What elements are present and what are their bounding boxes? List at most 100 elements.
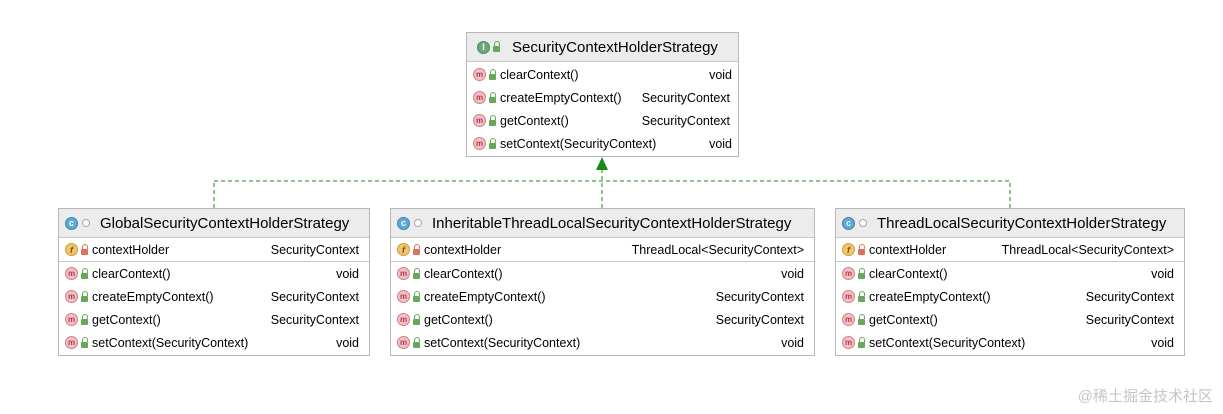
method-icon: m xyxy=(842,290,855,303)
class-fields: f contextHolder SecurityContext xyxy=(59,238,369,262)
method-row[interactable]: m setContext(SecurityContext) void xyxy=(391,331,814,354)
package-visibility-icon xyxy=(859,219,867,227)
interface-methods: m clearContext() void m createEmptyConte… xyxy=(467,62,738,155)
method-type: SecurityContext xyxy=(641,113,730,128)
method-type: void xyxy=(1151,335,1174,350)
method-row[interactable]: m clearContext() void xyxy=(391,262,814,285)
method-name: createEmptyContext() xyxy=(92,289,214,304)
method-icon: m xyxy=(65,267,78,280)
public-lock-icon xyxy=(81,290,88,302)
class-icon: c xyxy=(397,216,410,230)
method-type: SecurityContext xyxy=(1085,312,1174,327)
class-methods: m clearContext() void m createEmptyConte… xyxy=(391,262,814,354)
public-lock-icon xyxy=(413,313,420,325)
method-name: getContext() xyxy=(424,312,493,327)
public-lock-icon xyxy=(489,114,496,126)
method-row[interactable]: m createEmptyContext() SecurityContext xyxy=(836,285,1184,308)
method-row[interactable]: m setContext(SecurityContext) void xyxy=(836,331,1184,354)
method-name: getContext() xyxy=(869,312,938,327)
field-row[interactable]: f contextHolder ThreadLocal<SecurityCont… xyxy=(836,238,1184,261)
field-type: ThreadLocal<SecurityContext> xyxy=(1001,242,1174,257)
method-icon: m xyxy=(842,336,855,349)
method-icon: m xyxy=(473,114,486,127)
class-methods: m clearContext() void m createEmptyConte… xyxy=(59,262,369,354)
method-type: void xyxy=(781,335,804,350)
method-icon: m xyxy=(842,313,855,326)
method-icon: m xyxy=(397,313,410,326)
public-lock-icon xyxy=(858,290,865,302)
private-lock-icon xyxy=(858,243,865,255)
method-type: SecurityContext xyxy=(270,312,359,327)
method-name: getContext() xyxy=(92,312,161,327)
method-icon: m xyxy=(473,91,486,104)
field-row[interactable]: f contextHolder ThreadLocal<SecurityCont… xyxy=(391,238,814,261)
method-icon: m xyxy=(65,290,78,303)
public-lock-icon xyxy=(489,137,496,149)
method-name: clearContext() xyxy=(92,266,171,281)
method-row[interactable]: m getContext() SecurityContext xyxy=(391,308,814,331)
interface-box[interactable]: I SecurityContextHolderStrategy m clearC… xyxy=(466,32,739,157)
class-header: c InheritableThreadLocalSecurityContextH… xyxy=(391,209,814,238)
package-visibility-icon xyxy=(82,219,90,227)
public-lock-icon xyxy=(489,68,496,80)
method-row[interactable]: m getContext() SecurityContext xyxy=(467,109,738,132)
method-name: setContext(SecurityContext) xyxy=(500,136,657,151)
public-lock-icon xyxy=(858,267,865,279)
method-name: clearContext() xyxy=(500,67,579,82)
class-header: c GlobalSecurityContextHolderStrategy xyxy=(59,209,369,238)
realization-arrowhead xyxy=(596,157,608,170)
method-row[interactable]: m clearContext() void xyxy=(467,63,738,86)
class-icon: c xyxy=(842,216,855,230)
method-name: createEmptyContext() xyxy=(869,289,991,304)
method-icon: m xyxy=(65,336,78,349)
public-lock-icon xyxy=(493,41,500,52)
public-lock-icon xyxy=(81,336,88,348)
class-fields: f contextHolder ThreadLocal<SecurityCont… xyxy=(391,238,814,262)
method-row[interactable]: m createEmptyContext() SecurityContext xyxy=(391,285,814,308)
field-icon: f xyxy=(397,243,410,256)
method-name: setContext(SecurityContext) xyxy=(869,335,1026,350)
field-type: SecurityContext xyxy=(270,242,359,257)
public-lock-icon xyxy=(489,91,496,103)
class-box-global[interactable]: c GlobalSecurityContextHolderStrategy f … xyxy=(58,208,370,356)
method-row[interactable]: m createEmptyContext() SecurityContext xyxy=(59,285,369,308)
method-type: SecurityContext xyxy=(715,312,804,327)
class-box-inheritable[interactable]: c InheritableThreadLocalSecurityContextH… xyxy=(390,208,815,356)
field-name: contextHolder xyxy=(869,242,947,257)
method-row[interactable]: m setContext(SecurityContext) void xyxy=(59,331,369,354)
private-lock-icon xyxy=(81,243,88,255)
method-row[interactable]: m clearContext() void xyxy=(836,262,1184,285)
class-box-threadlocal[interactable]: c ThreadLocalSecurityContextHolderStrate… xyxy=(835,208,1185,356)
method-name: setContext(SecurityContext) xyxy=(92,335,249,350)
method-name: clearContext() xyxy=(869,266,948,281)
method-row[interactable]: m getContext() SecurityContext xyxy=(59,308,369,331)
public-lock-icon xyxy=(81,267,88,279)
method-name: getContext() xyxy=(500,113,569,128)
interface-header: I SecurityContextHolderStrategy xyxy=(467,33,738,62)
method-name: createEmptyContext() xyxy=(424,289,546,304)
class-fields: f contextHolder ThreadLocal<SecurityCont… xyxy=(836,238,1184,262)
method-type: SecurityContext xyxy=(270,289,359,304)
method-row[interactable]: m getContext() SecurityContext xyxy=(836,308,1184,331)
method-type: SecurityContext xyxy=(641,90,730,105)
public-lock-icon xyxy=(413,267,420,279)
method-row[interactable]: m createEmptyContext() SecurityContext xyxy=(467,86,738,109)
field-icon: f xyxy=(842,243,855,256)
method-type: void xyxy=(336,335,359,350)
method-icon: m xyxy=(397,336,410,349)
method-type: void xyxy=(1151,266,1174,281)
field-row[interactable]: f contextHolder SecurityContext xyxy=(59,238,369,261)
class-icon: c xyxy=(65,216,78,230)
field-name: contextHolder xyxy=(424,242,502,257)
public-lock-icon xyxy=(858,313,865,325)
method-icon: m xyxy=(397,267,410,280)
package-visibility-icon xyxy=(414,219,422,227)
public-lock-icon xyxy=(413,290,420,302)
method-type: void xyxy=(781,266,804,281)
public-lock-icon xyxy=(81,313,88,325)
method-row[interactable]: m setContext(SecurityContext) void xyxy=(467,132,738,155)
method-row[interactable]: m clearContext() void xyxy=(59,262,369,285)
public-lock-icon xyxy=(858,336,865,348)
method-icon: m xyxy=(473,137,486,150)
